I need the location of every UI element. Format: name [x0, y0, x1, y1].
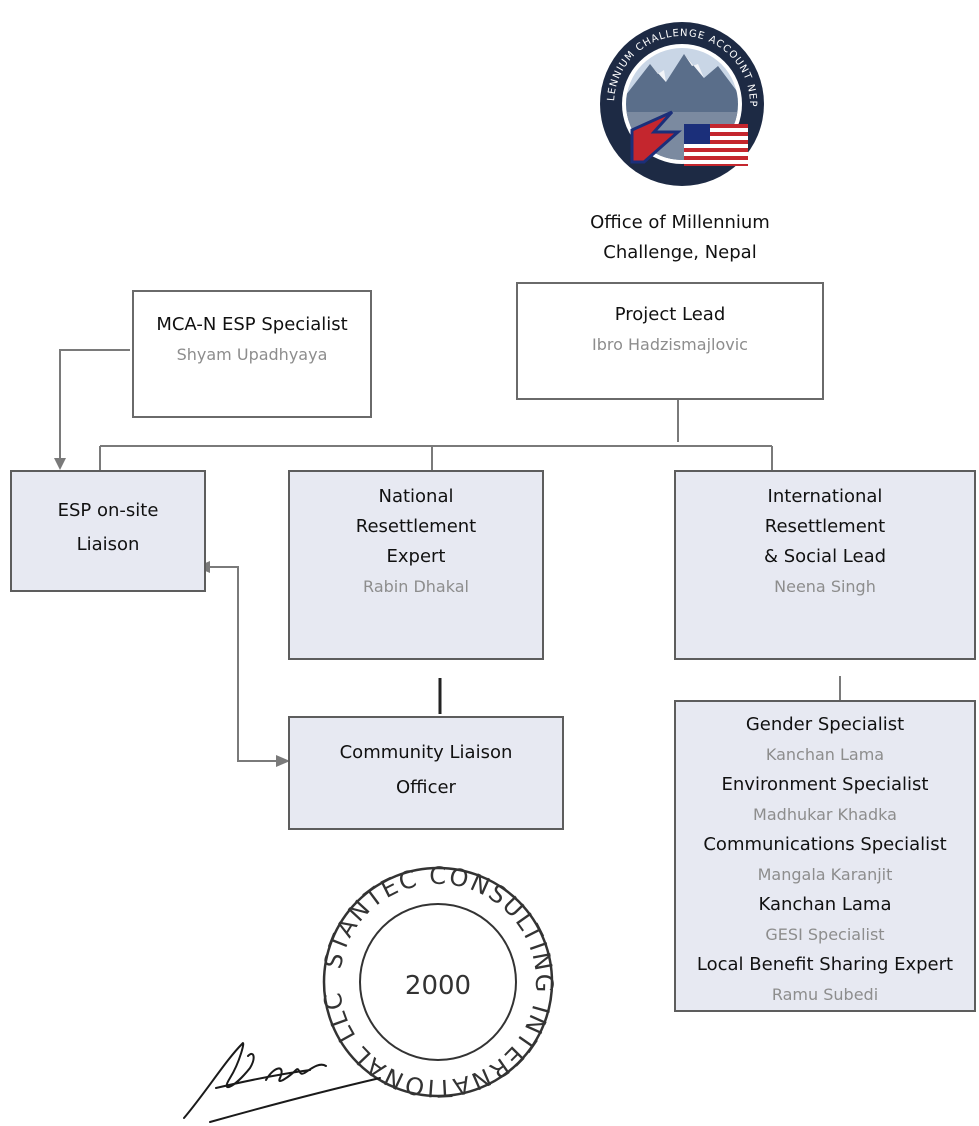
mcc-nepal-logo: MILLENNIUM CHALLENGE ACCOUNT NEPAL [587, 4, 772, 197]
specialist-name: GESI Specialist [765, 925, 885, 944]
national-expert-name: Rabin Dhakal [363, 577, 469, 596]
national-resettlement-expert-box: National Resettlement Expert Rabin Dhaka… [288, 470, 544, 660]
community-liaison-role-line2: Officer [396, 777, 456, 798]
specialist-name: Madhukar Khadka [753, 805, 897, 824]
mcan-esp-specialist-box: MCA-N ESP Specialist Shyam Upadhyaya [132, 290, 372, 418]
project-lead-role: Project Lead [614, 304, 726, 325]
esp-liaison-role-line2: Liaison [76, 534, 140, 555]
specialist-role: Environment Specialist [721, 774, 929, 795]
specialist-entry: Local Benefit Sharing Expert Ramu Subedi [676, 950, 974, 1010]
specialist-name: Kanchan Lama [765, 745, 885, 764]
international-lead-role-line1: International [767, 486, 883, 507]
international-resettlement-lead-box: International Resettlement & Social Lead… [674, 470, 976, 660]
international-lead-role-line3: & Social Lead [763, 546, 887, 567]
handwritten-signature-icon [183, 1042, 381, 1123]
mcan-esp-name: Shyam Upadhyaya [176, 345, 328, 364]
specialist-role: Kanchan Lama [758, 894, 892, 915]
specialists-box: Gender Specialist Kanchan Lama Environme… [674, 700, 976, 1012]
stantec-stamp-icon: STANTEC CONSULTING INTERNATIONAL LLC 200… [318, 862, 556, 1102]
specialist-name: Mangala Karanjit [757, 865, 893, 884]
office-title-line1: Office of Millennium [590, 212, 770, 233]
specialist-name: Ramu Subedi [771, 985, 879, 1004]
office-title: Office of Millennium Challenge, Nepal [540, 208, 820, 268]
international-lead-name: Neena Singh [774, 577, 876, 596]
specialist-entry: Communications Specialist Mangala Karanj… [676, 830, 974, 890]
specialist-role: Local Benefit Sharing Expert [696, 954, 954, 975]
stamp-center-text: 2000 [405, 971, 471, 1001]
office-title-line2: Challenge, Nepal [603, 242, 757, 263]
specialist-role: Communications Specialist [703, 834, 947, 855]
community-liaison-role-line1: Community Liaison [339, 742, 513, 763]
esp-liaison-role-line1: ESP on-site [57, 500, 159, 521]
specialist-entry: Kanchan Lama GESI Specialist [676, 890, 974, 950]
national-expert-role-line3: Expert [386, 546, 446, 567]
project-lead-box: Project Lead Ibro Hadzismajlovic [516, 282, 824, 400]
community-liaison-officer-box: Community Liaison Officer [288, 716, 564, 830]
national-expert-role-line1: National [378, 486, 454, 507]
specialist-entry: Environment Specialist Madhukar Khadka [676, 770, 974, 830]
mcc-nepal-seal-icon: MILLENNIUM CHALLENGE ACCOUNT NEPAL [587, 4, 764, 186]
mcan-esp-role: MCA-N ESP Specialist [156, 314, 348, 335]
specialist-entry: Gender Specialist Kanchan Lama [676, 710, 974, 770]
specialist-role: Gender Specialist [745, 714, 905, 735]
national-expert-role-line2: Resettlement [355, 516, 477, 537]
international-lead-role-line2: Resettlement [764, 516, 886, 537]
project-lead-name: Ibro Hadzismajlovic [592, 335, 748, 354]
company-stamp: STANTEC CONSULTING INTERNATIONAL LLC 200… [318, 862, 558, 1102]
esp-onsite-liaison-box: ESP on-site Liaison [10, 470, 206, 592]
signature [170, 1022, 390, 1123]
